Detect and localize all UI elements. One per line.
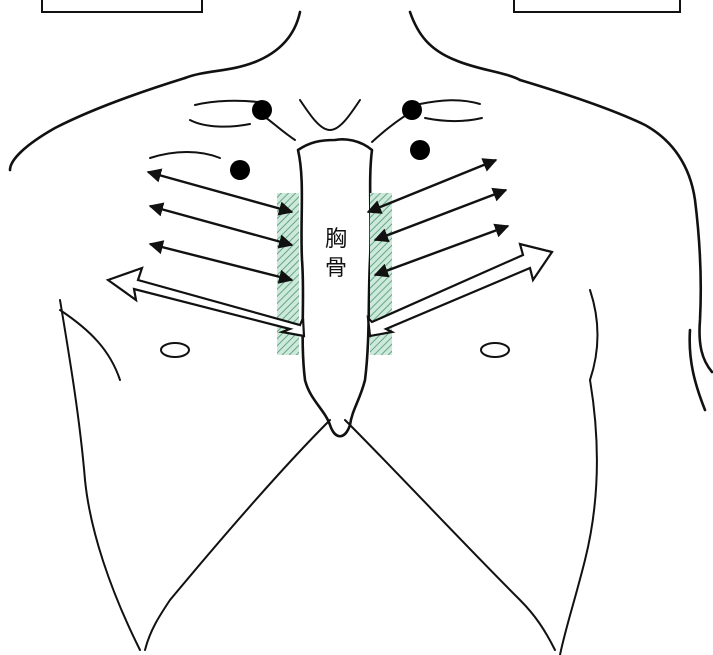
dot-upper-right: [402, 100, 422, 120]
left-lower-pec: [145, 420, 330, 650]
left-hollow-arrow: [108, 268, 304, 336]
sternum-outline: [298, 139, 372, 436]
right-side: [560, 380, 597, 655]
left-upper-chest: [150, 152, 220, 158]
right-arrow-1: [368, 160, 496, 212]
torso-outline: [10, 12, 712, 655]
right-hollow-arrow: [368, 244, 552, 336]
dot-lower-left: [230, 160, 250, 180]
right-arm-inner: [690, 330, 705, 410]
sternum-label-char-1: 胸: [325, 227, 347, 252]
left-clavicle-lower: [190, 120, 250, 127]
left-clavicle: [195, 101, 258, 105]
right-arrow-2: [375, 190, 506, 240]
right-shoulder-line: [520, 80, 712, 372]
dot-upper-left: [252, 100, 272, 120]
top-left-label-box: [42, 0, 202, 12]
neck-left-line: [185, 12, 300, 78]
left-arrow-3: [150, 244, 292, 280]
right-axilla: [590, 290, 598, 380]
left-arrow-2: [150, 206, 292, 245]
left-axilla: [60, 310, 120, 380]
right-nipple: [481, 343, 509, 357]
left-arrow-1: [148, 172, 292, 212]
right-lower-pec: [345, 420, 555, 650]
right-clavicle: [420, 100, 480, 104]
top-right-label-box: [514, 0, 680, 12]
dot-lower-right: [410, 140, 430, 160]
neck-right-line: [410, 12, 520, 80]
sternum-label-char-2: 骨: [325, 256, 347, 281]
sternal-notch: [300, 100, 360, 130]
left-side: [60, 300, 140, 650]
right-clavicle-lower: [425, 118, 482, 121]
left-nipple: [161, 343, 189, 357]
